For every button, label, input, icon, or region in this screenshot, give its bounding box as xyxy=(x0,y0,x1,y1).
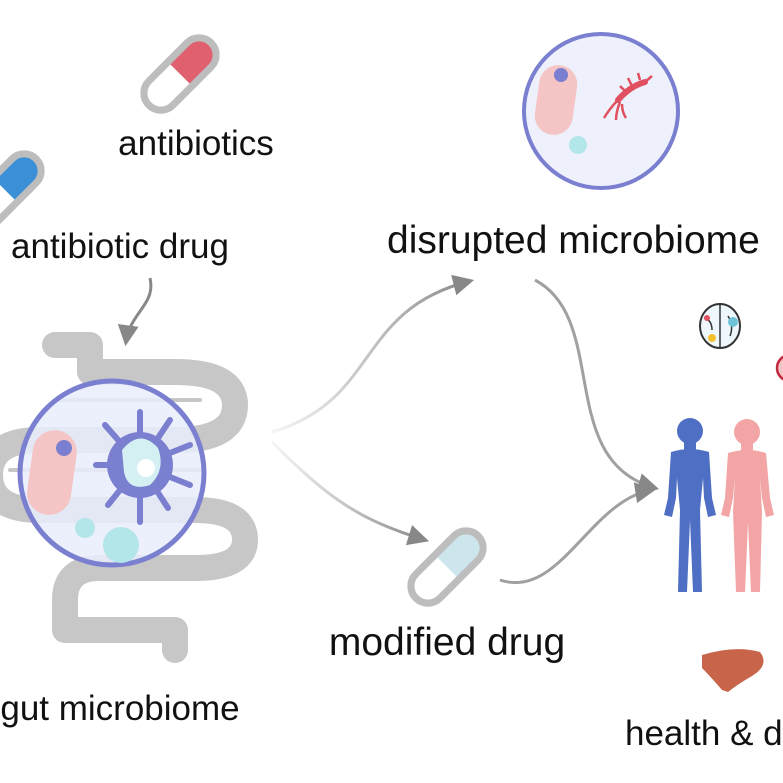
arrow-disrupted-to-humans xyxy=(534,278,660,494)
human-pink-icon xyxy=(721,419,774,592)
bacteria-icon xyxy=(602,72,653,121)
arrow-modified-to-humans xyxy=(499,482,657,584)
gut-microbiome-circle-icon xyxy=(17,378,207,568)
antibiotics-label: antibiotics xyxy=(118,124,274,163)
heart-icon xyxy=(775,355,783,381)
antibiotics-pill-icon xyxy=(140,34,220,114)
disrupted-microbiome-circle-icon xyxy=(522,32,680,190)
arrow-drug-to-gut xyxy=(117,277,153,347)
gut-microbiome-label: gut microbiome xyxy=(0,689,239,728)
antibiotic-drug-label: antibiotic drug xyxy=(11,227,229,266)
brain-icon xyxy=(699,303,741,349)
modified-drug-pill-icon xyxy=(407,527,487,607)
arrow-gut-to-disrupted xyxy=(271,274,475,434)
health-label: health & d xyxy=(625,714,783,753)
human-blue-icon xyxy=(664,418,716,592)
disrupted-microbiome-label: disrupted microbiome xyxy=(387,219,760,262)
arrow-gut-to-modified xyxy=(270,440,430,546)
modified-drug-label: modified drug xyxy=(329,621,565,664)
liver-icon xyxy=(702,649,764,692)
antibiotic-drug-pill-icon xyxy=(0,150,45,230)
